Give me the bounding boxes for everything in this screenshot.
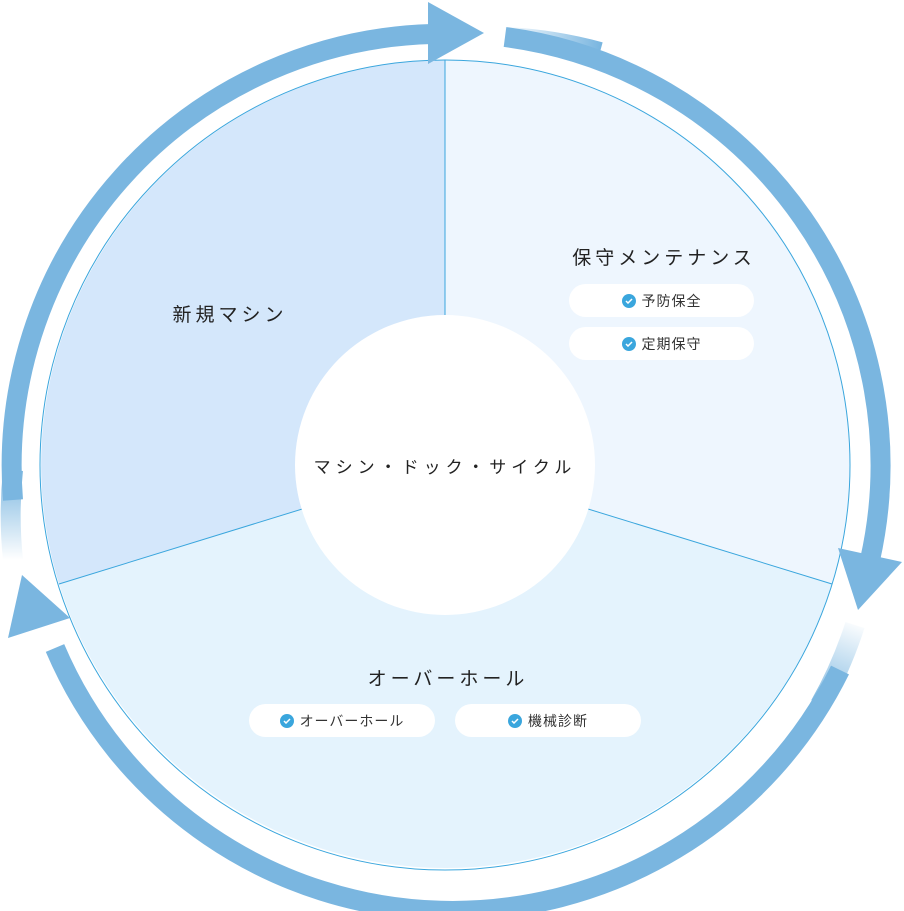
section-title-overhaul: オーバーホール bbox=[367, 668, 529, 690]
pill-label: 機械診断 bbox=[528, 713, 588, 730]
pill-machine-diagnosis: 機械診断 bbox=[455, 704, 641, 737]
check-icon bbox=[508, 713, 522, 728]
pill-label: オーバーホール bbox=[299, 713, 405, 730]
section-title-new-machine: 新規マシン bbox=[172, 304, 288, 326]
pill-label: 定期保守 bbox=[641, 336, 702, 353]
arrow-head-top bbox=[428, 2, 484, 64]
arrow-head-left bbox=[8, 575, 70, 638]
center-hub bbox=[295, 315, 595, 615]
check-icon bbox=[279, 713, 294, 728]
check-icon bbox=[621, 293, 636, 308]
pill-periodic-maintenance: 定期保守 bbox=[569, 327, 754, 360]
section-title-maintenance: 保守メンテナンス bbox=[572, 247, 756, 269]
section-overhaul bbox=[59, 465, 832, 868]
cycle-title: マシン・ドック・サイクル bbox=[313, 458, 577, 478]
check-icon bbox=[621, 336, 636, 351]
pill-label: 予防保全 bbox=[641, 293, 702, 310]
pill-overhaul: オーバーホール bbox=[249, 704, 435, 737]
arrow-head-right bbox=[838, 548, 902, 610]
pill-preventive-maintenance: 予防保全 bbox=[569, 284, 754, 317]
